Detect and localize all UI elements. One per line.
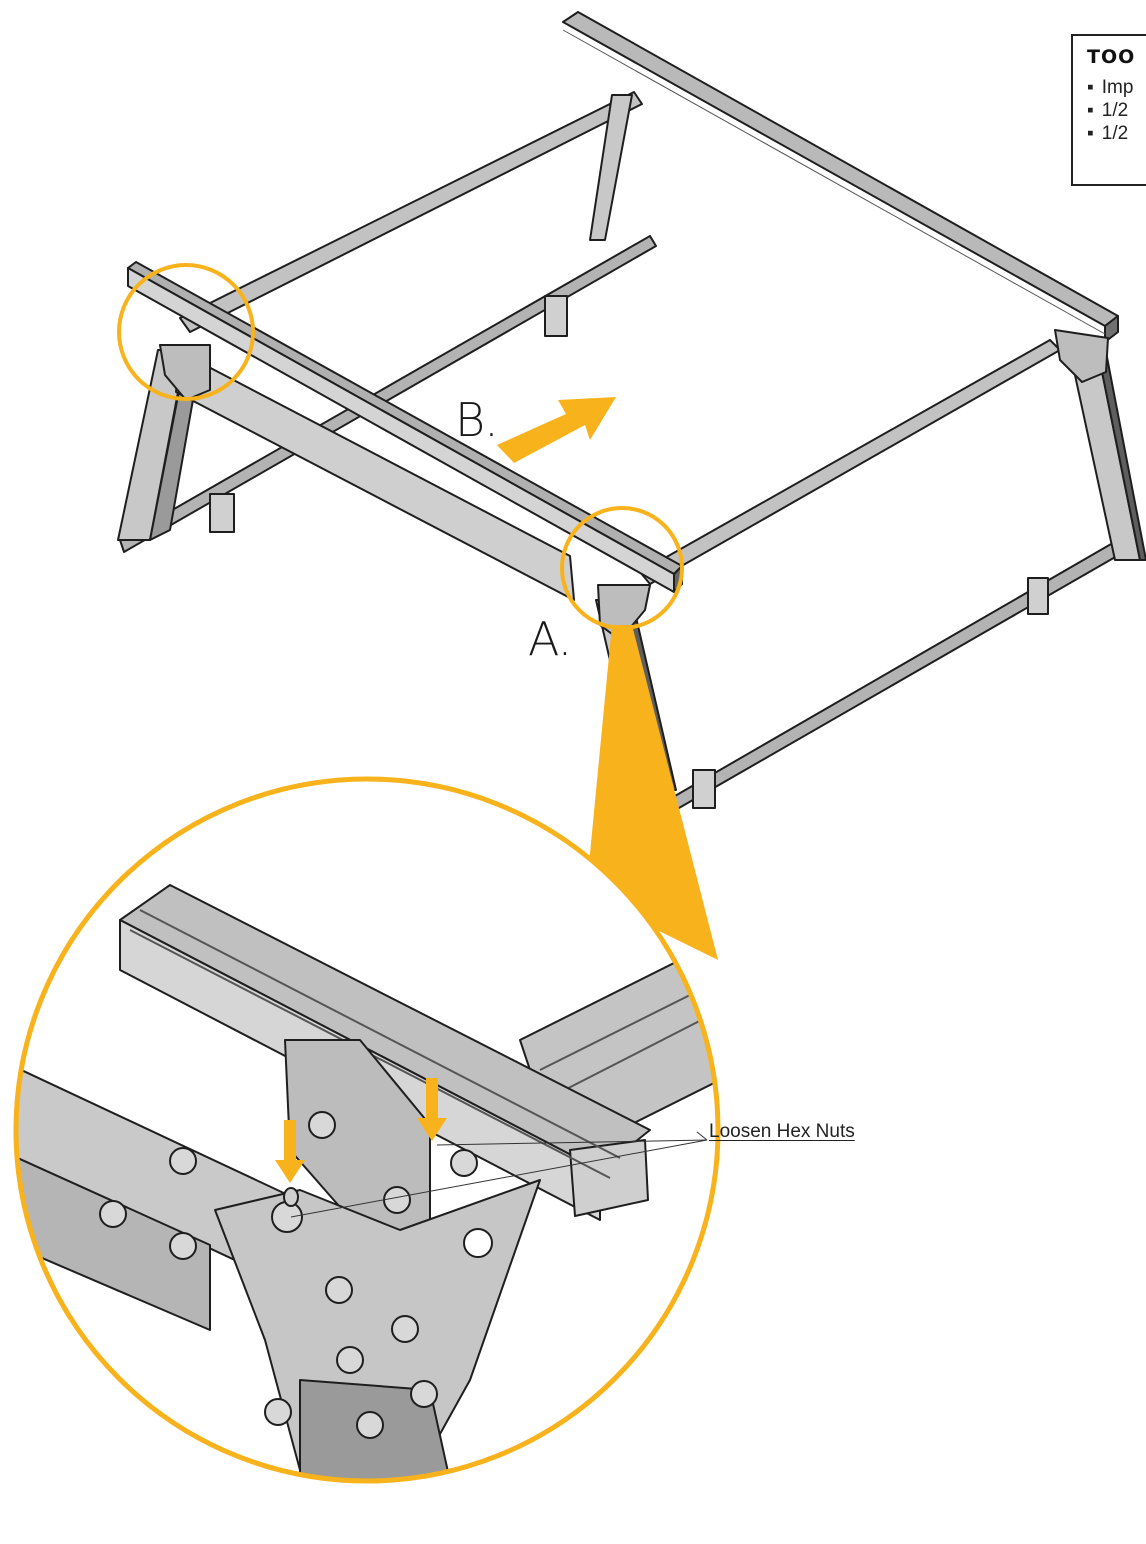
- hex-bolt-icon: [169, 1147, 197, 1175]
- hex-bolt-icon: [336, 1346, 364, 1374]
- right-side-rail: [639, 339, 1061, 585]
- callout-label-b: B.: [455, 393, 499, 447]
- bed-clamp: [692, 769, 716, 809]
- tools-title: TOO: [1087, 46, 1136, 68]
- right-bed-rail: [667, 539, 1125, 813]
- hex-bolt-icon: [271, 1201, 303, 1233]
- hex-bolt-icon: [356, 1411, 384, 1439]
- bed-clamp: [209, 493, 235, 533]
- hex-bolt-icon: [99, 1200, 127, 1228]
- hex-bolt-icon: [264, 1398, 292, 1426]
- left-side-rail: [179, 91, 643, 333]
- bed-clamp: [544, 295, 568, 337]
- tool-item: 1/2: [1087, 122, 1146, 145]
- hex-bolt-icon: [325, 1276, 353, 1304]
- detail-upright: [214, 1179, 541, 1471]
- hex-bolt-icon: [450, 1149, 478, 1177]
- gusset-plate-rear-right: [1054, 329, 1109, 383]
- down-arrow-icon: [275, 1120, 305, 1183]
- hex-bolt-icon: [169, 1232, 197, 1260]
- hex-bolt-icon: [391, 1315, 419, 1343]
- tool-item: Imp: [1087, 76, 1146, 99]
- hex-nut-detail: [13, 776, 721, 1484]
- tool-item: 1/2: [1087, 99, 1146, 122]
- gusset-plate-front-left: [159, 344, 211, 401]
- tools-box: TOO Imp 1/2 1/2: [1071, 34, 1146, 186]
- left-bed-rail: [119, 235, 657, 553]
- tools-list: Imp 1/2 1/2: [1087, 76, 1146, 145]
- hex-bolt-icon: [383, 1186, 411, 1214]
- callout-circle-front-left: [117, 263, 255, 401]
- zoom-cone: [586, 625, 718, 960]
- rear-crossbar: [562, 11, 1119, 327]
- callout-label-a: A.: [528, 612, 572, 666]
- rear-left-upright: [589, 94, 633, 241]
- down-arrow-icon: [417, 1078, 447, 1141]
- push-arrow-icon: [497, 397, 616, 463]
- loosen-hex-nuts-label: Loosen Hex Nuts: [709, 1121, 855, 1142]
- bed-clamp: [1027, 577, 1049, 615]
- hex-bolt-icon: [410, 1380, 438, 1408]
- hex-bolt-icon: [308, 1111, 336, 1139]
